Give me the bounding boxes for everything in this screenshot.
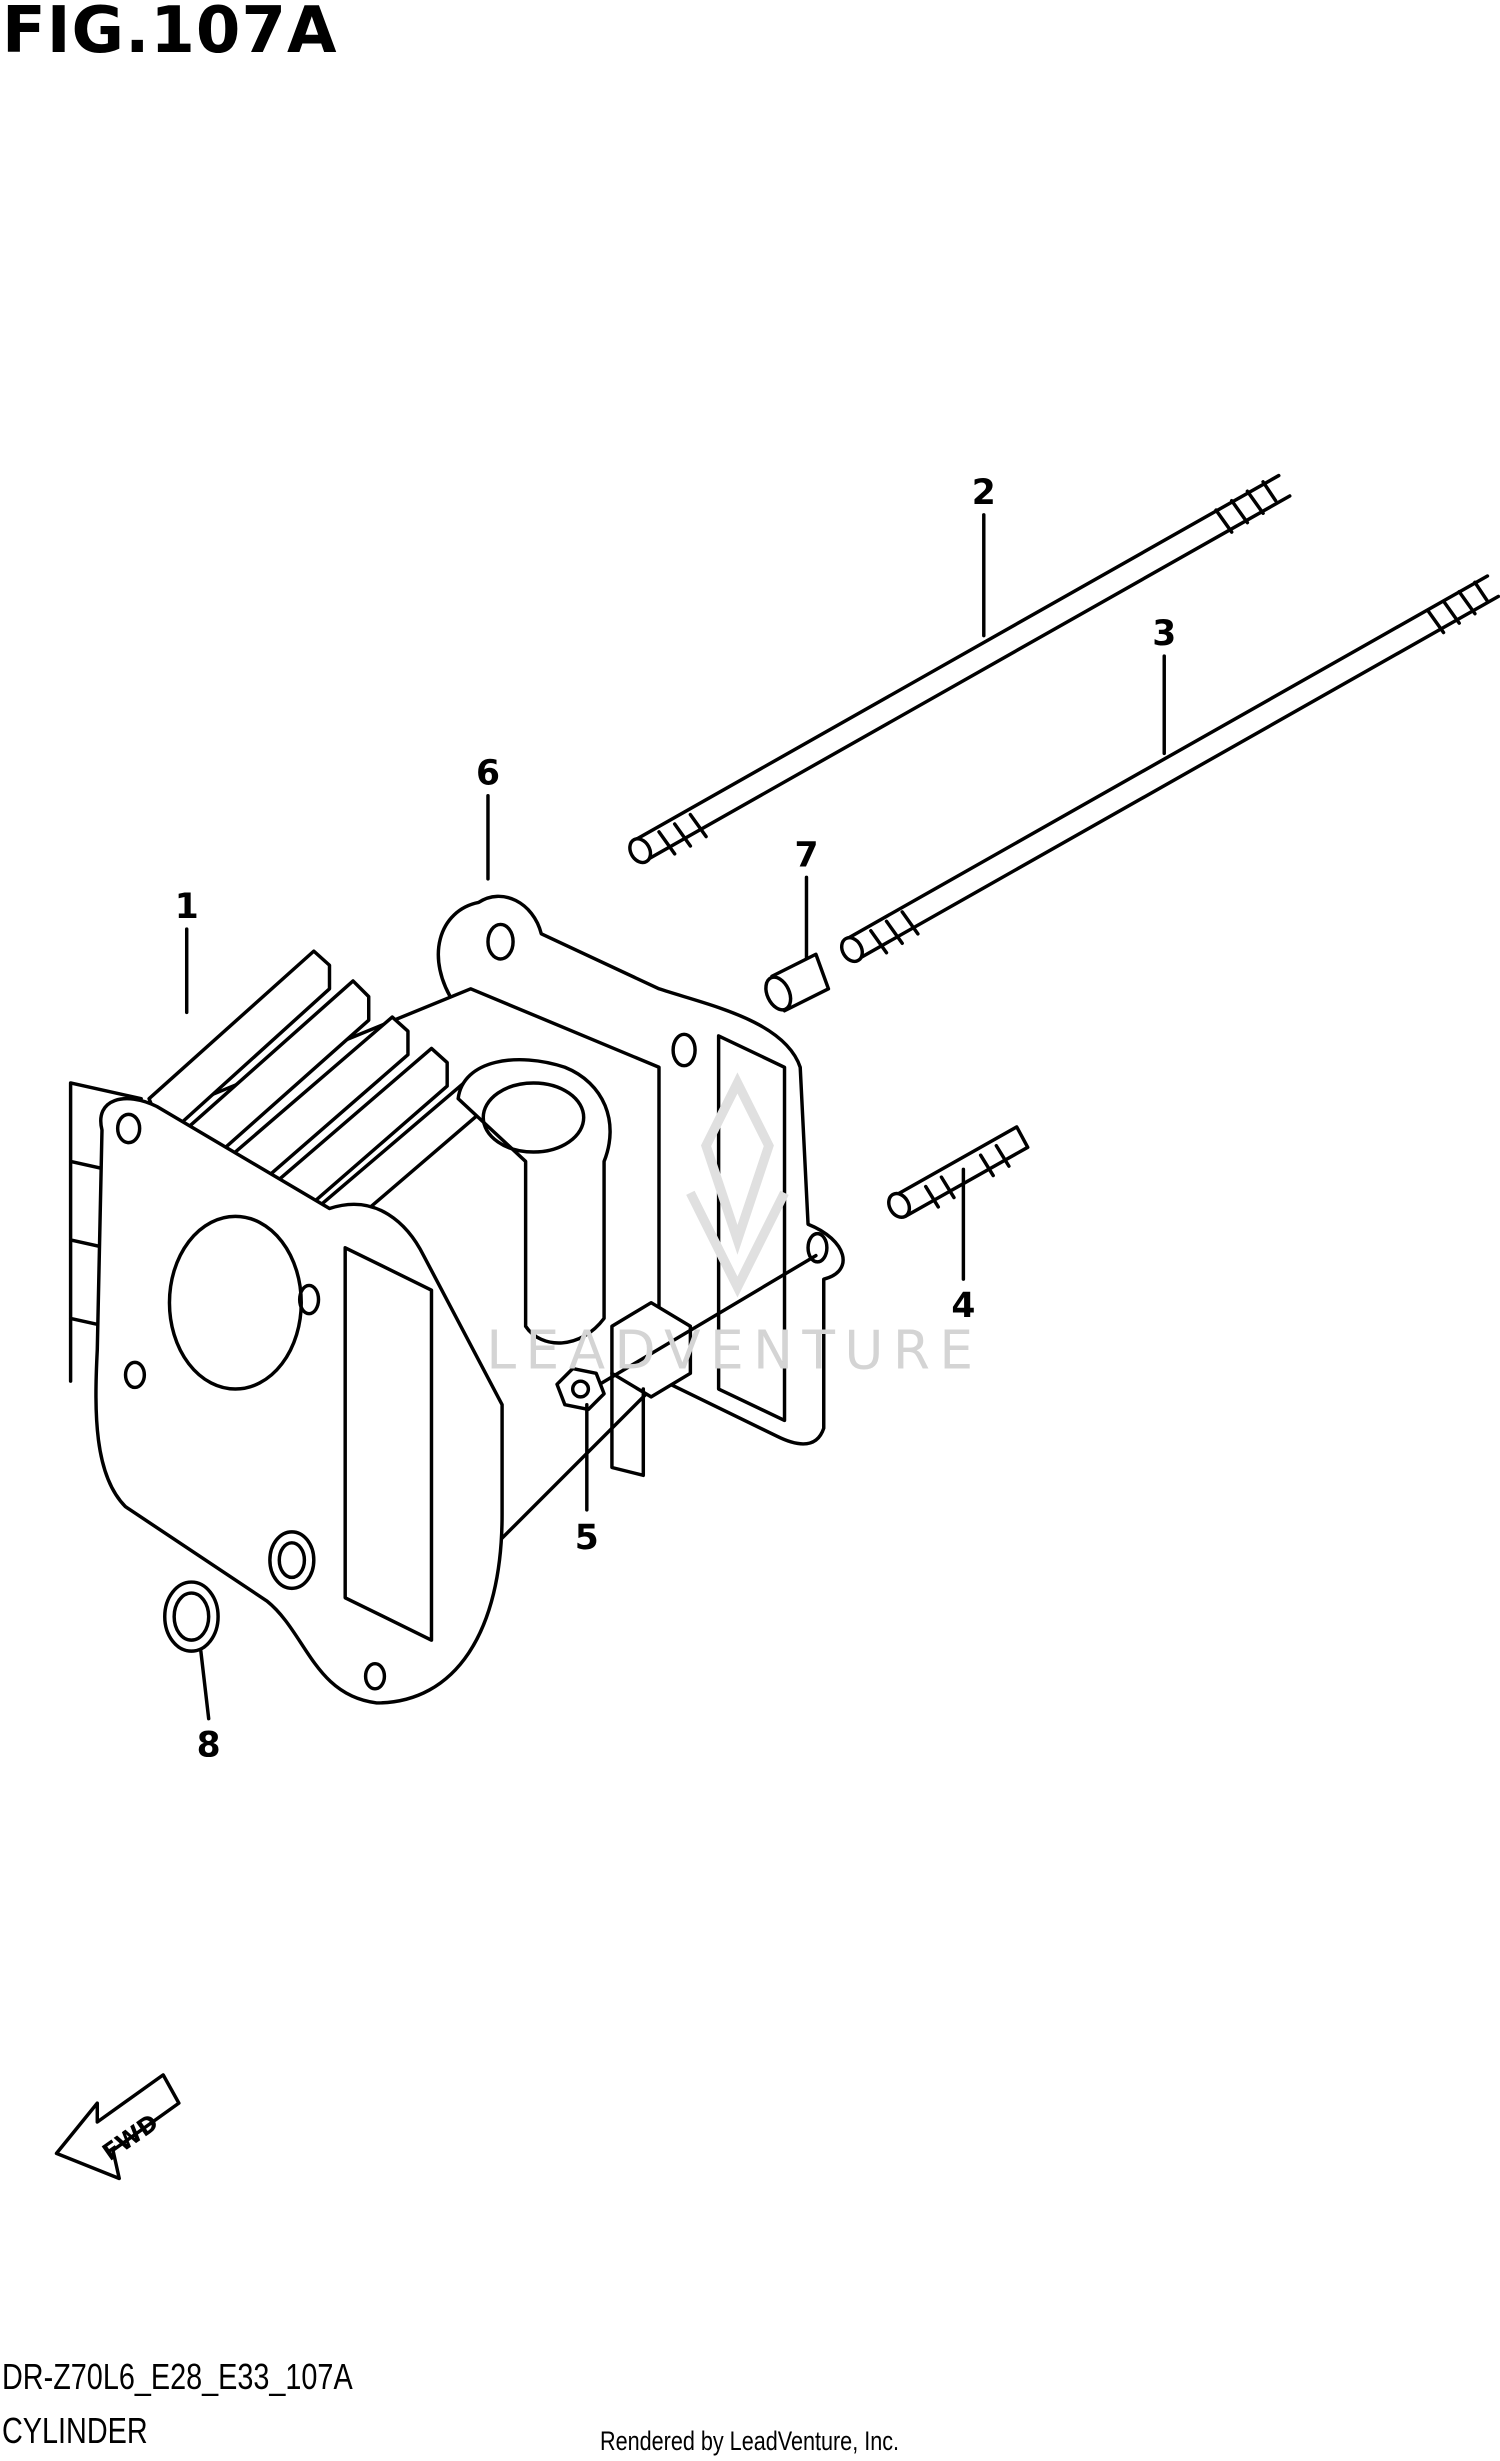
callout-7: 7 <box>794 835 818 875</box>
part-2-long-stud[interactable] <box>626 473 1292 867</box>
part-3-stud[interactable] <box>838 574 1500 965</box>
part-5-nut[interactable] <box>555 1253 818 1412</box>
callout-6: 6 <box>476 754 500 794</box>
callout-2: 2 <box>972 473 996 513</box>
fwd-arrow-icon: FWD <box>54 2073 181 2181</box>
figure-title: FIG.107A <box>2 0 338 68</box>
part-4-short-stud[interactable] <box>885 1125 1030 1221</box>
callout-5: 5 <box>575 1518 599 1558</box>
part-1-cylinder[interactable] <box>68 949 693 1705</box>
part-7-dowel-pin[interactable] <box>761 952 831 1014</box>
callout-4: 4 <box>951 1286 975 1326</box>
diagram-name: CYLINDER <box>2 2410 148 2451</box>
callout-1: 1 <box>175 887 199 927</box>
leadventure-watermark: LEADVENTURE <box>486 1072 982 1382</box>
callout-8: 8 <box>197 1725 221 1765</box>
diagram-code: DR-Z70L6_E28_E33_107A <box>2 2356 353 2397</box>
leader-lines <box>184 513 1166 1721</box>
watermark-text: LEADVENTURE <box>486 1319 982 1382</box>
render-credit: Rendered by LeadVenture, Inc. <box>600 2426 900 2456</box>
callout-3: 3 <box>1152 614 1176 654</box>
part-8-o-ring[interactable] <box>163 1580 220 1653</box>
